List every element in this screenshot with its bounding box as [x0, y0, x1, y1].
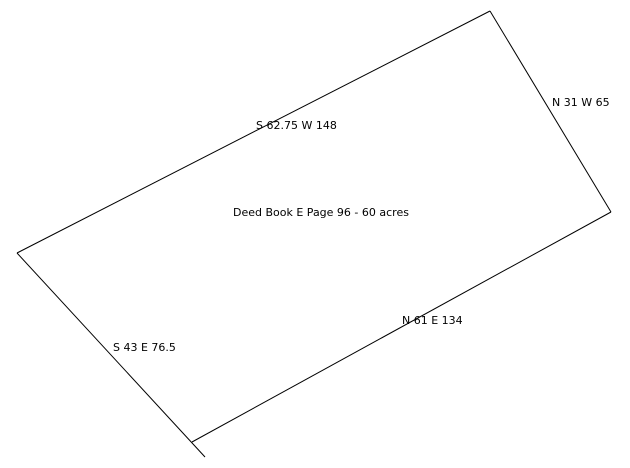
boundary-line-top [16, 10, 491, 254]
call-label-left: S 43 E 76.5 [113, 341, 176, 354]
boundary-line-right [489, 10, 612, 213]
call-label-top: S 62.75 W 148 [256, 119, 337, 132]
boundary-line-left [16, 252, 206, 458]
plat-title: Deed Book E Page 96 - 60 acres [233, 206, 409, 219]
call-label-right: N 31 W 65 [552, 96, 610, 109]
boundary-line-bottom [191, 211, 612, 443]
call-label-bottom: N 61 E 134 [402, 314, 463, 327]
